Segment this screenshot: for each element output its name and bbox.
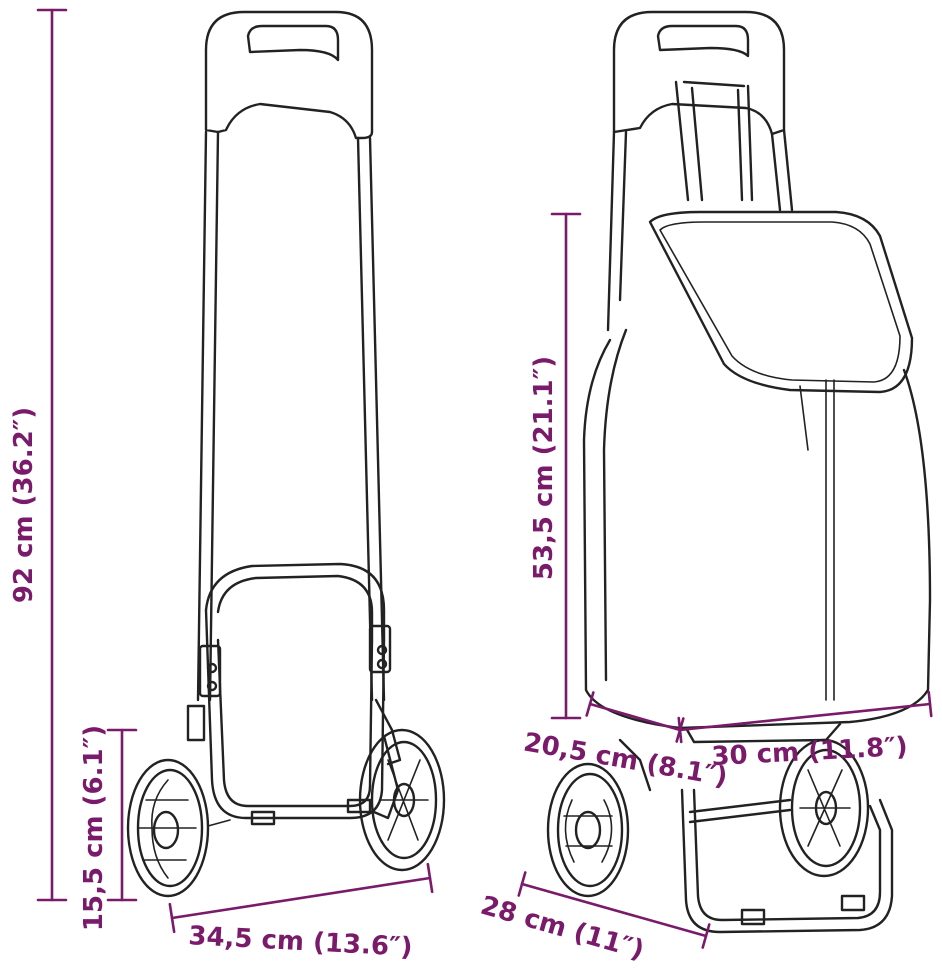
- bag-trolley-handle: [606, 10, 794, 332]
- bag-width-label: 30 cm (11.8″): [711, 732, 909, 772]
- base-depth-label: 28 cm (11″): [477, 891, 647, 966]
- total-height-label: 92 cm (36.2″): [9, 407, 39, 603]
- bag-depth-line: [585, 691, 685, 743]
- total-height-line: [36, 8, 68, 902]
- base-depth-line: [517, 871, 711, 949]
- bag-height-label: 53,5 cm (21.1″): [529, 356, 559, 580]
- bag-height-line: [550, 212, 582, 720]
- dimension-labels: 92 cm (36.2″) 15,5 cm (6.1″) 34,5 cm (13…: [9, 356, 908, 966]
- bag-depth-label: 20,5 cm (8.1″): [521, 727, 729, 792]
- bag-width-line: [677, 690, 933, 744]
- bag-strap: [674, 80, 754, 202]
- bag-flap: [648, 210, 914, 394]
- bag-body: [582, 328, 932, 744]
- wheel-height-line: [106, 728, 138, 902]
- frame-width-line: [168, 862, 434, 934]
- folding-base-frame: [186, 562, 402, 826]
- left-tube: [196, 130, 220, 702]
- bag-trolley-lower-frame: [618, 738, 894, 934]
- bag-trolley-left-wheel: [546, 762, 630, 898]
- trolley-with-bag-view: [546, 10, 932, 934]
- left-wheel: [126, 758, 231, 898]
- dimension-lines: [36, 8, 933, 949]
- trolley-front-view: [126, 10, 446, 898]
- bag-trolley-right-wheel: [778, 738, 870, 878]
- right-wheel: [358, 728, 446, 872]
- frame-width-label: 34,5 cm (13.6″): [188, 921, 414, 963]
- handle: [204, 10, 374, 140]
- right-tube: [356, 136, 386, 702]
- wheel-height-label: 15,5 cm (6.1″): [79, 725, 109, 931]
